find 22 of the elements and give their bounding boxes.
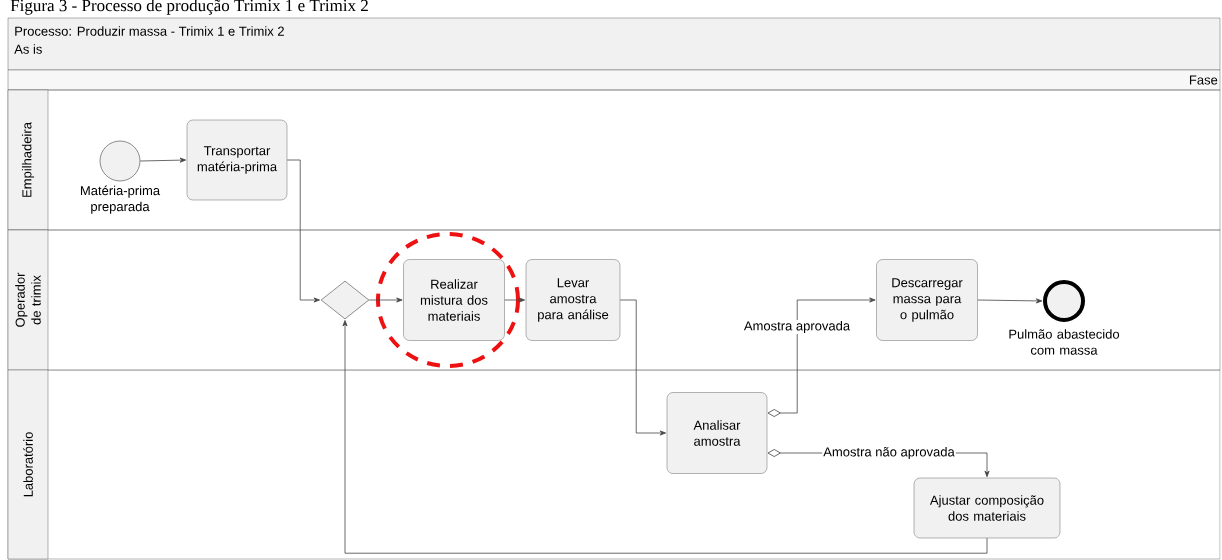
arrow — [139, 157, 187, 163]
arrow — [767, 297, 876, 417]
gateway-diamond — [320, 280, 370, 320]
figure-title: Figura 3 - Processo de produção Trimix 1 e Trimix 2 — [10, 0, 368, 15]
event-label: Pulmão abastecido com massa — [1009, 329, 1120, 355]
arrow — [368, 297, 403, 303]
pool-header: Processo: Produzir massa - Trimix 1 e Trimix 2 As is — [7, 17, 1221, 71]
task-box: Analisar amostra — [666, 392, 768, 474]
edge-label: Amostra não aprovada — [822, 445, 956, 461]
event-label: Matéria-prima preparada — [81, 185, 161, 214]
arrow — [619, 299, 667, 436]
arrow — [342, 320, 988, 554]
task-box: Realizar mistura dos materiais — [403, 259, 505, 341]
task-box: Transportar matéria-prima — [186, 119, 288, 201]
arrow — [977, 298, 1043, 304]
task-box: Descarregar massa para o pulmão — [876, 259, 978, 341]
phase-band: Fase — [7, 69, 1221, 91]
edge-label: Amostra aprovada — [742, 319, 852, 335]
arrow — [504, 297, 526, 303]
arrow — [286, 159, 320, 303]
task-box: Levar amostra para análise — [525, 259, 621, 341]
task-box: Ajustar composição dos materiais — [913, 477, 1061, 539]
